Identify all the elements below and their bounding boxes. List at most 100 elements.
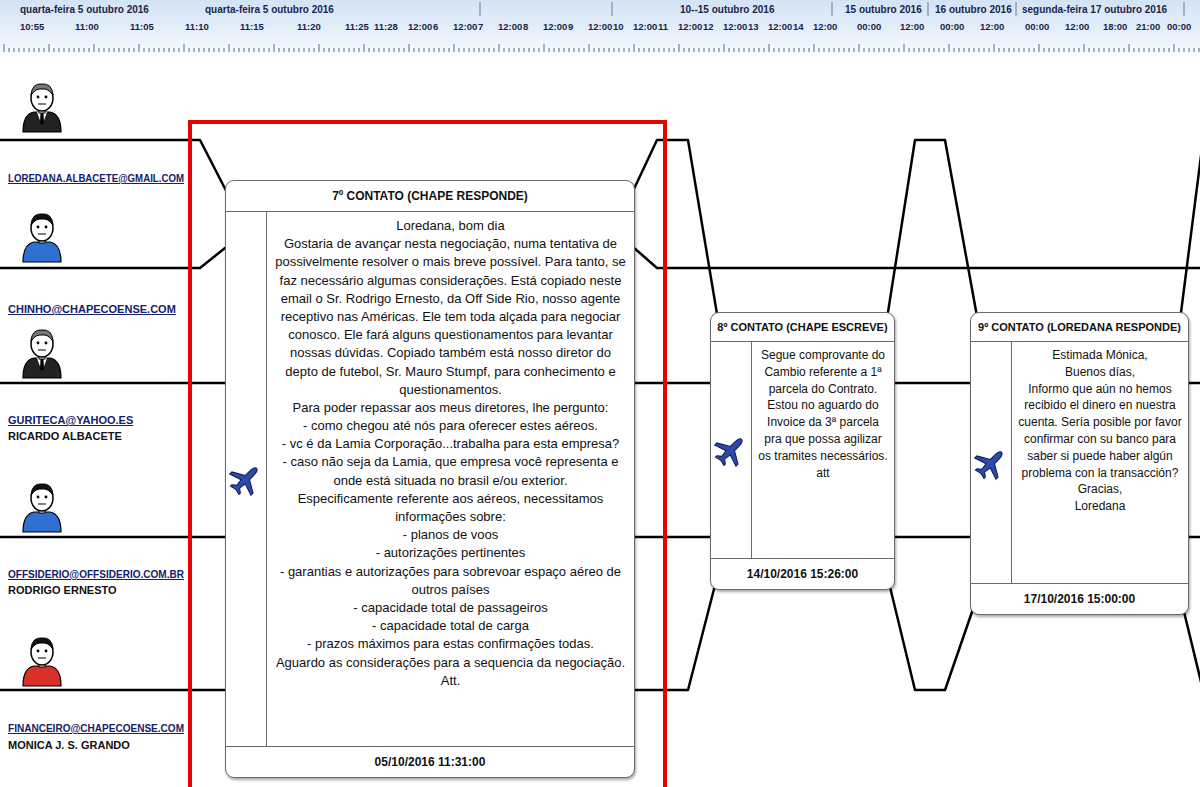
tick <box>459 48 460 52</box>
tick <box>1164 48 1165 52</box>
tick <box>684 48 685 52</box>
tick <box>469 48 470 52</box>
tick <box>379 48 380 52</box>
lifeline <box>0 140 235 208</box>
tick <box>534 48 535 52</box>
tick <box>134 48 135 52</box>
tick <box>569 48 570 52</box>
tick <box>34 48 35 52</box>
tick <box>24 48 25 52</box>
time-label: 6 <box>433 22 438 32</box>
tick <box>444 48 445 52</box>
tick <box>404 48 405 52</box>
tick <box>204 48 205 52</box>
tick <box>249 48 250 52</box>
tick <box>509 48 510 52</box>
icon-column <box>226 212 267 746</box>
tick <box>84 48 85 52</box>
tick <box>714 48 715 52</box>
tick <box>1154 48 1155 52</box>
tick <box>214 48 215 52</box>
time-label: 12:00 <box>588 22 612 32</box>
tick <box>579 48 580 52</box>
email-label: FINANCEIRO@CHAPECOENSE.COM <box>8 722 184 734</box>
tick <box>294 48 295 52</box>
tick <box>514 48 515 52</box>
tick <box>799 48 800 52</box>
date-label: 10--15 outubro 2016 <box>680 4 774 15</box>
time-label: 7 <box>478 22 483 32</box>
tick <box>614 48 615 52</box>
tick <box>344 48 345 52</box>
tick <box>694 48 695 52</box>
tick <box>79 48 80 52</box>
tick <box>374 48 375 52</box>
tick <box>1149 48 1150 52</box>
tick <box>489 48 490 52</box>
tick <box>1059 48 1060 52</box>
tick <box>364 44 365 52</box>
tick <box>879 48 880 52</box>
tick <box>944 48 945 52</box>
tick <box>9 48 10 52</box>
tick <box>119 48 120 52</box>
tick <box>174 48 175 52</box>
tick <box>44 48 45 52</box>
tick <box>934 48 935 52</box>
tick <box>644 48 645 52</box>
tick <box>919 48 920 52</box>
message-line: Loredana <box>1018 498 1182 515</box>
tick <box>1144 48 1145 52</box>
person-icon <box>23 484 61 532</box>
date-label: quarta-feira 5 outubro 2016 <box>205 4 334 15</box>
tick <box>409 44 410 52</box>
email-label: CHINHO@CHAPECOENSE.COM <box>8 303 176 315</box>
message-line: Gracias, <box>1018 481 1182 498</box>
tick <box>604 48 605 52</box>
tick <box>1044 48 1045 52</box>
tick <box>824 48 825 52</box>
time-label: 11:10 <box>185 22 209 32</box>
tick <box>259 48 260 52</box>
tick <box>1024 48 1025 52</box>
tick <box>399 48 400 52</box>
time-label: 00:00 <box>940 22 964 32</box>
tick <box>149 48 150 52</box>
tick <box>139 44 140 52</box>
tick <box>474 48 475 52</box>
tick <box>224 48 225 52</box>
icon-column <box>971 342 1012 583</box>
tick <box>1129 44 1130 52</box>
tick <box>494 48 495 52</box>
tick <box>889 48 890 52</box>
tick <box>179 48 180 52</box>
lifeline <box>0 240 235 268</box>
message-box: 7º CONTATO (CHAPE RESPONDE)Loredana, bom… <box>225 180 635 778</box>
tick <box>649 48 650 52</box>
tick <box>1109 48 1110 52</box>
tick <box>979 48 980 52</box>
tick <box>154 48 155 52</box>
time-label: 9 <box>568 22 573 32</box>
time-label: 12:00 <box>1065 22 1089 32</box>
tick <box>499 44 500 52</box>
person-name: RICARDO ALBACETE <box>8 430 122 442</box>
tick <box>1199 48 1200 52</box>
date-label: 15 outubro 2016 <box>845 4 922 15</box>
tick <box>29 48 30 52</box>
time-label: 12:00 <box>768 22 792 32</box>
tick <box>764 48 765 52</box>
message-heading: 9º CONTATO (LOREDANA RESPONDE) <box>971 313 1188 342</box>
message-line: - como chegou até nós para oferecer este… <box>273 417 628 435</box>
message-body: Loredana, bom diaGostaria de avançar nes… <box>226 212 634 746</box>
tick <box>529 48 530 52</box>
message-text: Loredana, bom diaGostaria de avançar nes… <box>267 212 634 746</box>
tick <box>274 44 275 52</box>
email-label: OFFSIDERIO@OFFSIDERIO.COM.BR <box>8 568 184 580</box>
tick <box>394 48 395 52</box>
tick <box>189 48 190 52</box>
tick <box>309 48 310 52</box>
tick <box>284 48 285 52</box>
tick <box>584 48 585 52</box>
tick <box>389 48 390 52</box>
